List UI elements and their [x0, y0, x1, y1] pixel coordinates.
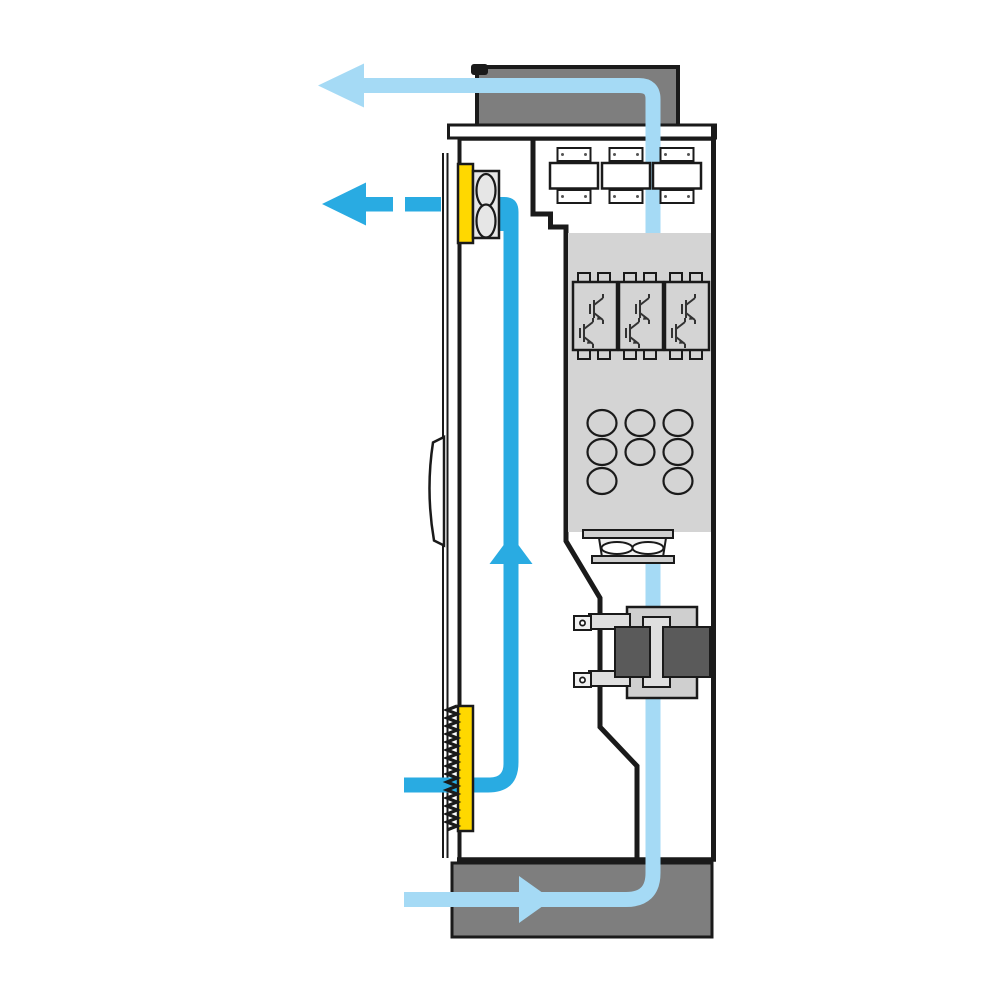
exhaust-arrow-side-head: [322, 182, 366, 226]
exhaust-arrow-top-left: [318, 63, 364, 108]
fuse-bracket-screws: [561, 153, 690, 198]
fuse-2: [600, 161, 652, 190]
fan-blade-icon: [475, 172, 497, 209]
door-channel-up-arrow: [489, 535, 533, 564]
fan-blade-icon: [631, 541, 665, 555]
door-intake-stream: [404, 197, 519, 793]
exhaust-stream-top: [361, 78, 661, 236]
fan-blade-icon: [600, 541, 634, 555]
igbt-modules: [571, 272, 711, 360]
exhaust-arrow-side-tail: [405, 197, 441, 212]
choke-core: [642, 616, 671, 688]
inlet-louver-icon: [442, 704, 462, 832]
bracket-hole: [579, 619, 586, 627]
capacitor-bank: [586, 408, 694, 496]
door-inlet-vent: [442, 704, 475, 833]
pale-airflow: [318, 63, 661, 923]
fuse-block: [548, 147, 703, 204]
intake-stream-mid: [645, 556, 661, 620]
line-choke: [573, 605, 711, 700]
internal-partition: [530, 138, 640, 859]
cabinet-top-plate: [447, 123, 717, 140]
door-fan-frame: [456, 162, 475, 245]
intake-stream-bottom: [404, 694, 661, 907]
door-handle: [428, 434, 446, 548]
intake-arrow-bottom: [519, 876, 552, 923]
fuse-3: [651, 161, 703, 190]
bracket-hole: [579, 676, 586, 684]
door-airflow: [322, 182, 533, 793]
exhaust-duct-corner-tab: [471, 64, 488, 75]
power-module-box: [568, 233, 711, 532]
internal-fan: [582, 529, 675, 564]
fuse-1: [548, 161, 600, 190]
fan-blade-icon: [475, 203, 497, 239]
exhaust-arrow-side-shaft: [366, 197, 393, 212]
door-exhaust-fan: [456, 162, 501, 245]
inlet-filter-frame: [456, 704, 475, 833]
